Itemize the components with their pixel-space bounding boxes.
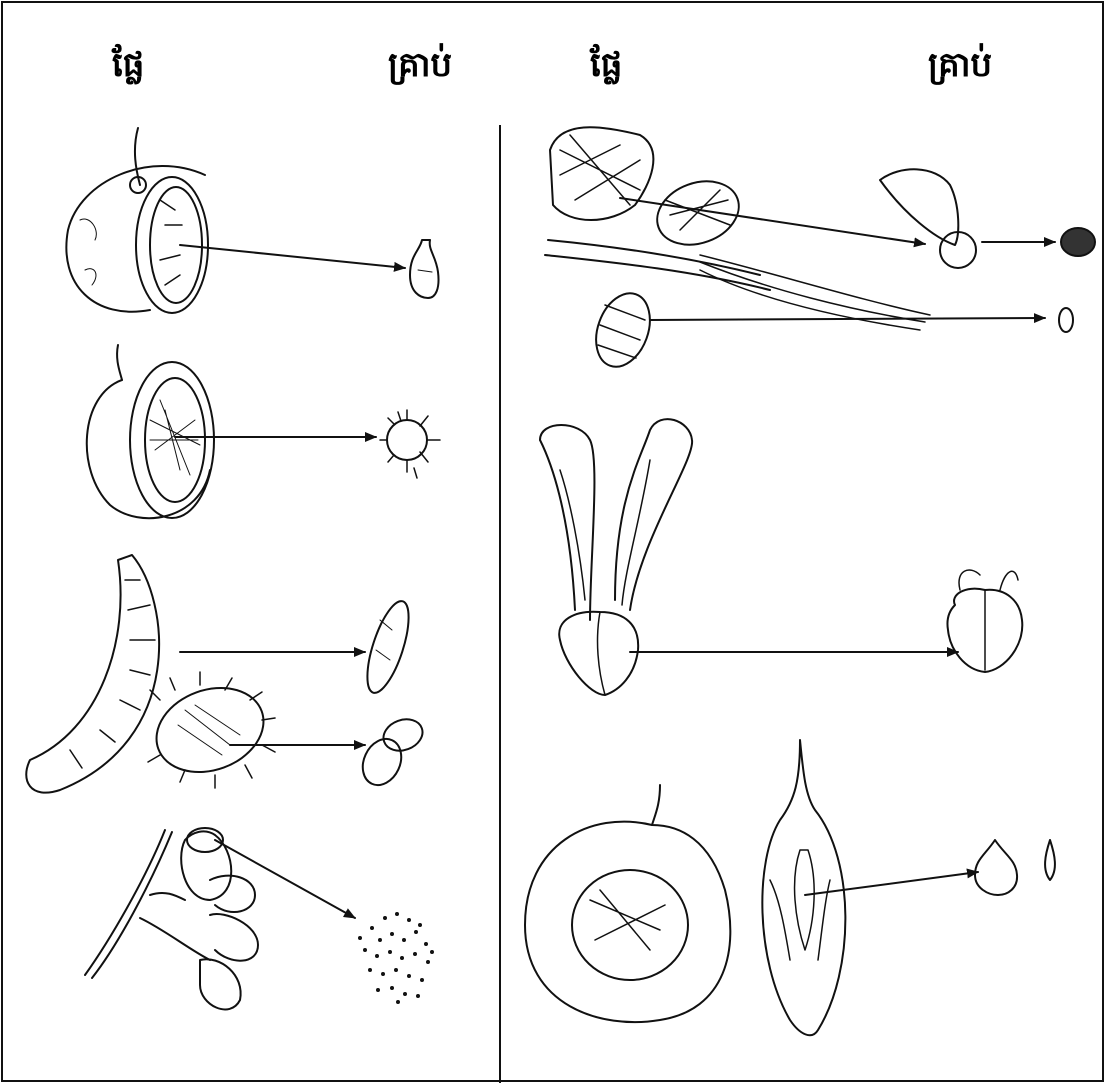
elm-samara-illustration <box>525 785 730 1022</box>
winged-seed-illustration <box>880 169 976 268</box>
passion-fruit-illustration <box>87 345 214 518</box>
pine-cone-illustration <box>545 127 930 330</box>
alder-seed-illustration <box>1059 308 1073 332</box>
maple-samara-illustration <box>540 419 692 695</box>
milkweed-seed-illustration <box>975 840 1055 895</box>
pod-seed-illustration <box>359 597 417 698</box>
orange-fruit-illustration <box>66 128 208 313</box>
poppy-seeds-illustration <box>358 912 434 1004</box>
orange-seed-illustration <box>410 240 439 298</box>
passion-seed-illustration <box>380 410 440 478</box>
arrow-orange-seed <box>180 245 405 268</box>
alder-cone-illustration <box>587 286 660 375</box>
arrow-milkweed-seed <box>805 872 978 895</box>
spiky-capsule-illustration <box>145 672 276 788</box>
milkweed-pod-illustration <box>762 740 845 1035</box>
arrow-alder-seed <box>650 318 1045 320</box>
pine-seed-illustration <box>1061 228 1095 256</box>
arrow-poppy-seed <box>215 840 355 918</box>
maple-seed-illustration <box>947 570 1022 672</box>
legume-pod-illustration <box>26 555 159 793</box>
capsule-seeds-illustration <box>356 714 427 791</box>
poppy-capsule-illustration <box>85 828 258 1009</box>
